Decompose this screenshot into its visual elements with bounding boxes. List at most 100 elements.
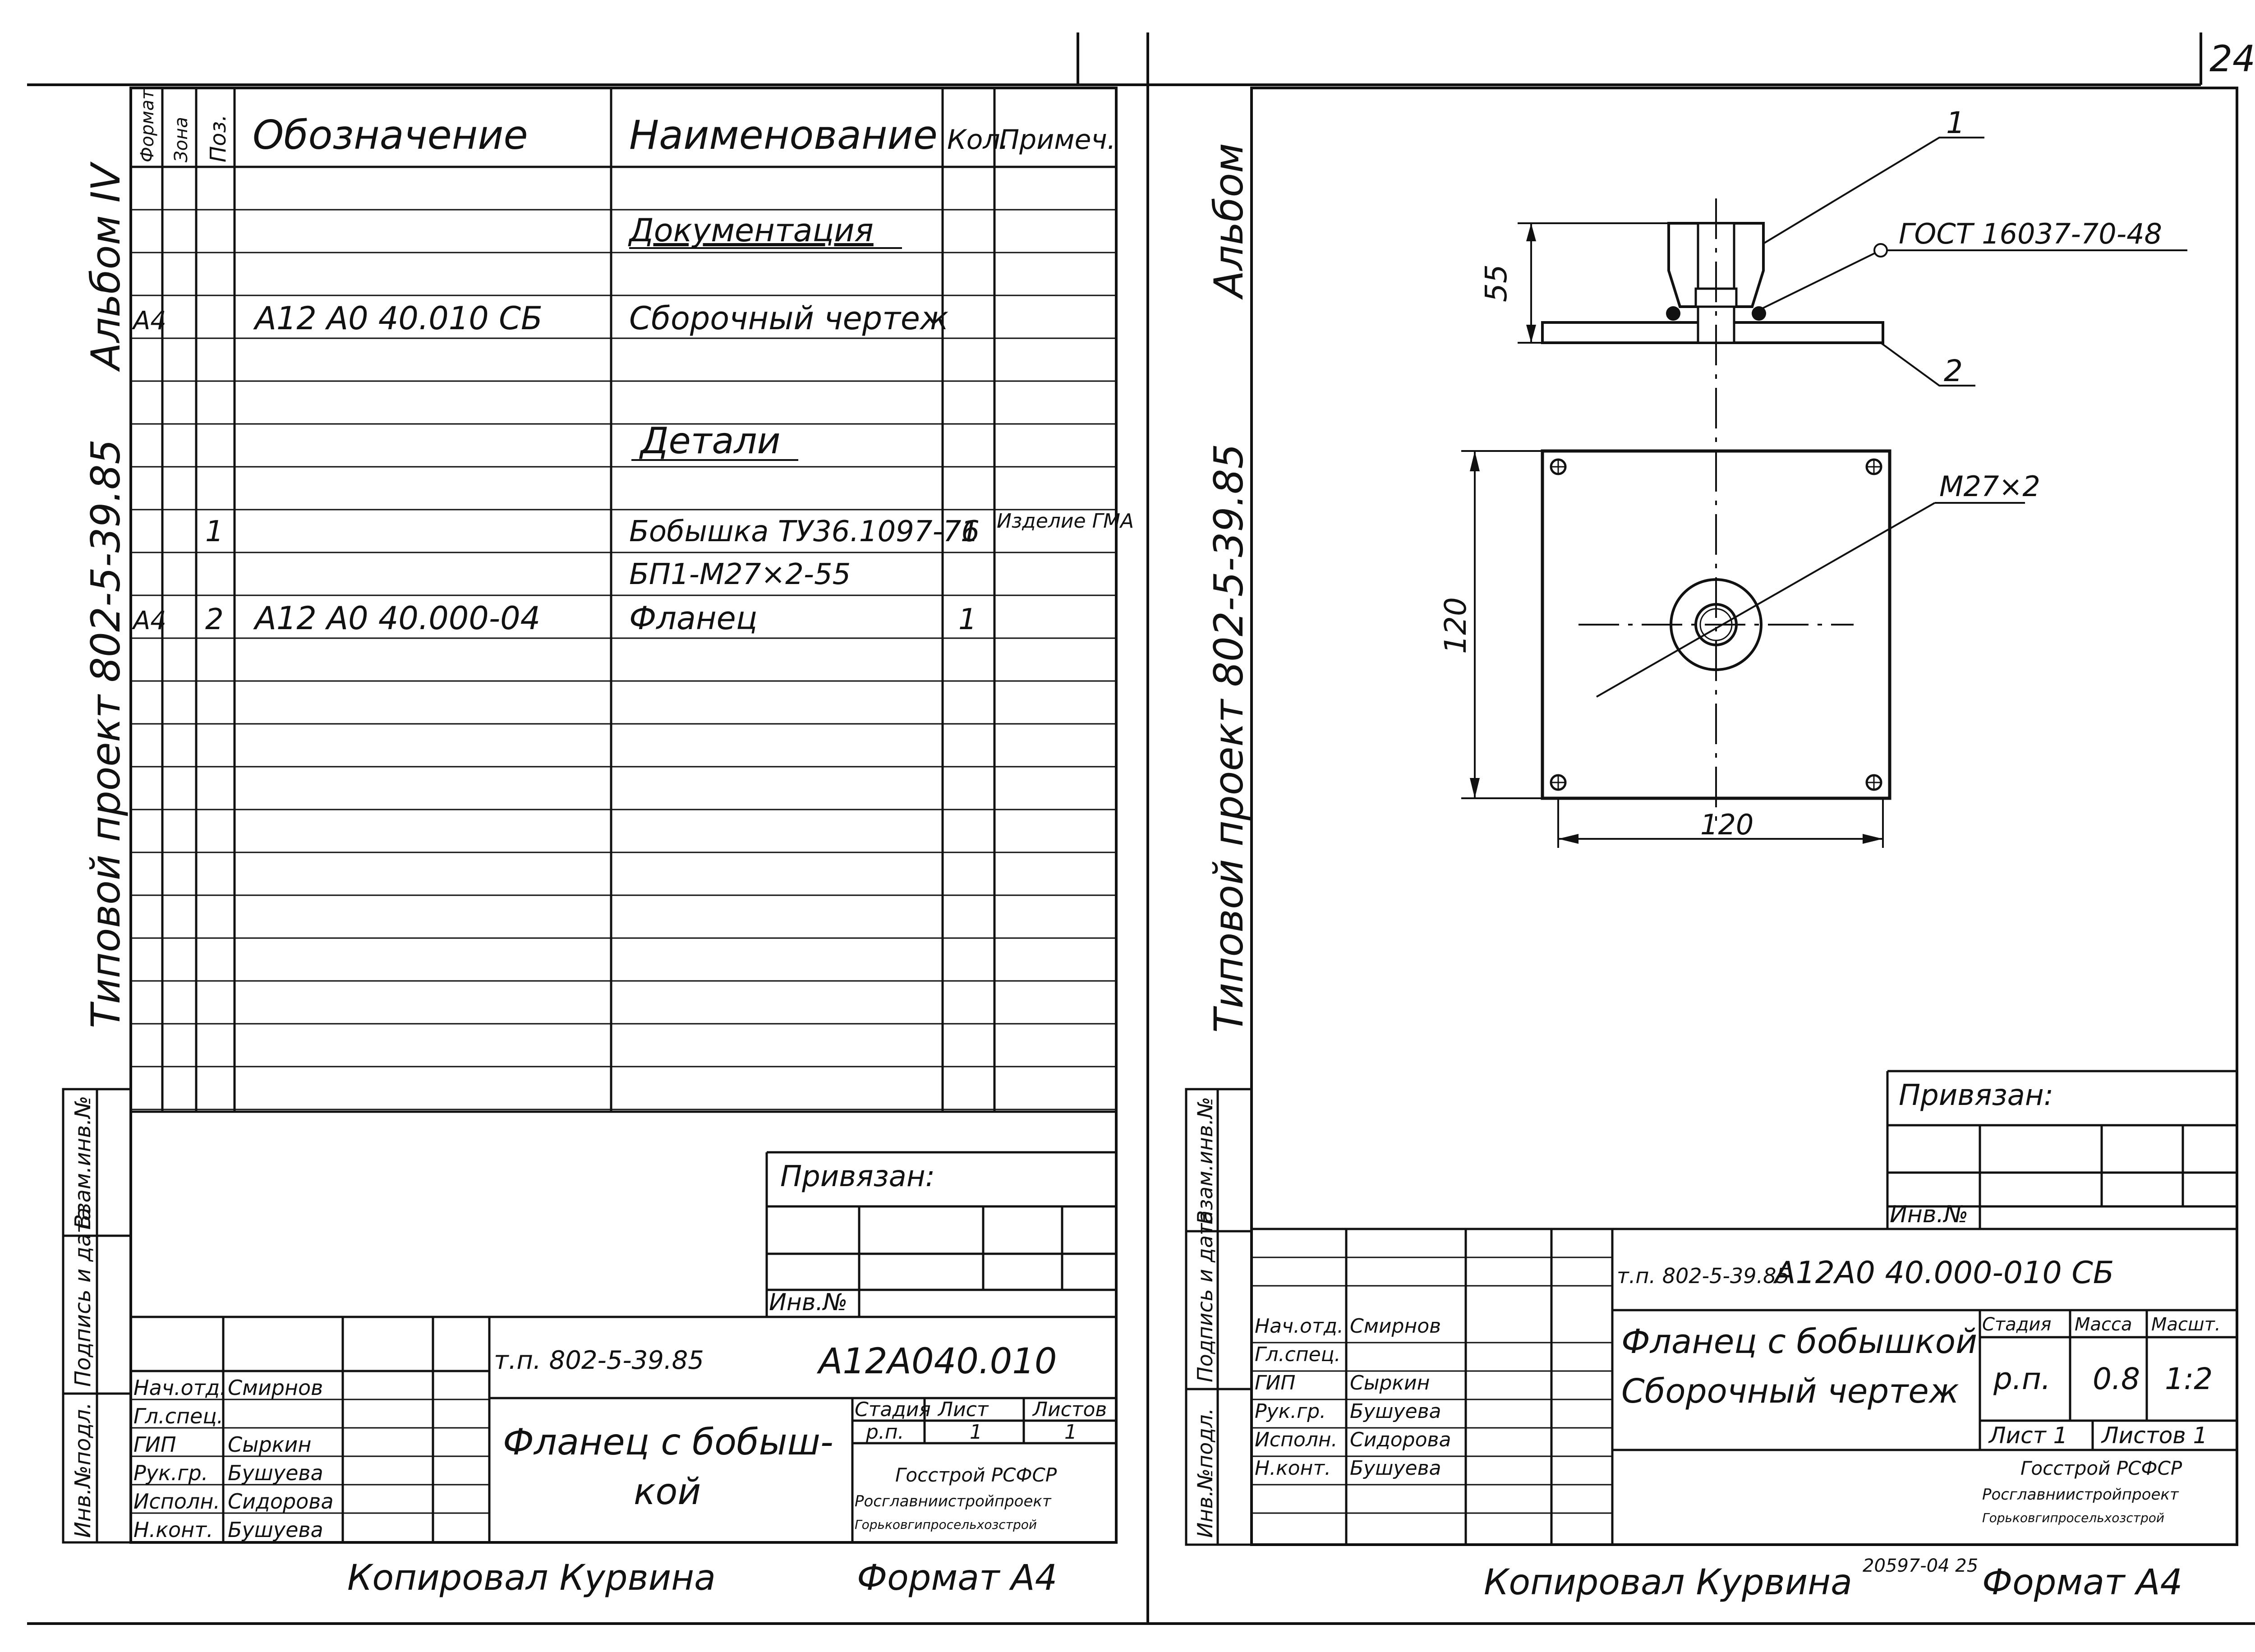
left-stamp-title-1: Фланец с бобыш- [503,1421,833,1463]
right-stamp-code: А12А0 40.000-010 СБ [1773,1255,2114,1291]
left-album-text: Альбом IV [83,161,129,372]
left-stamp-role: Н.конт. [133,1518,213,1542]
right-footer-order: 20597-04 25 [1863,1555,1978,1576]
left-stamp-code: А12А040.010 [816,1341,1057,1382]
spec-row-documentation: Документация [628,212,874,249]
right-project-text: Типовой проект 802-5-39.85 [1206,444,1252,1033]
spec-table-grid [131,88,1116,1113]
left-privyazan-box [765,1151,1116,1317]
left-stamp-role: Гл.спец. [133,1404,223,1428]
right-privyazan: Привязан: [1899,1079,2053,1112]
dim-height: 55 [1479,264,1514,302]
right-sheet: Альбом Типовой проект 802-5-39.85 Взам.и… [1185,87,2238,1603]
right-stamp-podpis: Подпись и дата [1193,1210,1217,1382]
right-footer-copied: Копировал Курвина [1484,1562,1852,1603]
right-stamp-role: Нач.отд. [1255,1315,1344,1338]
right-stamp-inv: Инв.№подл. [1193,1408,1217,1538]
left-stamp-vzam: Взам.инв.№ [70,1096,96,1229]
right-privyazan-box [1886,1070,2237,1229]
spec-row-qty: 1 [961,515,979,548]
right-title-block [1252,1228,2237,1545]
spec-header-designation: Обозначение [253,112,528,158]
right-stamp-role: ГИП [1255,1371,1296,1394]
right-stamp-name: Бушуева [1350,1457,1441,1480]
section-view: 1 ГОСТ 16037-70-48 2 55 [1479,106,2187,830]
spec-row-format: А4 [132,606,166,635]
left-stamp-sheet: 1 [970,1421,982,1444]
right-stamp-role: Исполн. [1255,1428,1338,1451]
right-stamp-scale-label: Масшт. [2151,1314,2221,1335]
right-stamp-stage: р.п. [1993,1362,2051,1396]
spec-row-designation: А12 А0 40.010 СБ [253,300,543,337]
gost-label: ГОСТ 16037-70-48 [1899,217,2162,250]
left-project-text: Типовой проект 802-5-39.85 [83,439,129,1028]
left-stamp-name: Сыркин [228,1432,311,1457]
left-inv: Инв.№ [769,1289,847,1316]
left-privyazan: Привязан: [780,1160,935,1193]
left-stamp-sheet-label: Лист [937,1398,989,1421]
spec-row-format: А4 [132,306,166,336]
right-stamp-sheet: Лист 1 [1988,1422,2067,1449]
right-stamp-name: Смирнов [1350,1315,1441,1338]
right-stamp-role: Рук.гр. [1255,1400,1326,1423]
right-stamp-stage-label: Стадия [1982,1314,2051,1335]
right-album-text: Альбом [1206,143,1252,300]
left-stamp-sheets-label: Листов [1032,1398,1107,1421]
left-stamp-project: т.п. 802-5-39.85 [494,1346,704,1375]
left-footer-copied: Копировал Курвина [347,1558,716,1598]
spec-header-name: Наименование [629,112,938,158]
dim-vertical: 120 [1438,597,1473,654]
left-stamp-role: Рук.гр. [133,1461,208,1485]
spec-row-name: Бобышка ТУ36.1097-76 [629,515,980,548]
left-footer-format: Формат А4 [857,1558,1057,1598]
spec-header-note: Примеч. [999,124,1116,156]
left-title-block [131,1316,1116,1542]
right-stamp-mass-label: Масса [2075,1314,2132,1335]
right-stamp-sheets: Листов 1 [2101,1422,2207,1449]
left-stamp-org-3: Горьковгипросельхозстрой [855,1517,1037,1532]
left-stamp-name: Смирнов [228,1376,323,1400]
spec-row-name: Фланец [629,600,757,637]
left-stamp-org-1: Госстрой РСФСР [895,1464,1057,1486]
left-stamp-stage-label: Стадия [855,1398,931,1421]
left-stamp-title-2: кой [634,1471,701,1513]
left-stamp-name: Бушуева [228,1461,323,1485]
plan-view: М27×2 120 120 [1438,449,2040,848]
left-stamp-stage: р.п. [865,1421,904,1444]
left-stamp-name: Сидорова [228,1489,334,1514]
right-stamp-name: Бушуева [1350,1400,1441,1423]
left-stamp-inv: Инв.№подл. [70,1402,96,1538]
right-stamp-org-1: Госстрой РСФСР [2020,1457,2182,1479]
left-stamp-sheets: 1 [1064,1421,1077,1444]
right-stamp-org-3: Горьковгипросельхозстрой [1982,1510,2164,1525]
right-stamp-title-2: Сборочный чертеж [1621,1372,1959,1411]
right-footer-format: Формат А4 [1982,1562,2182,1603]
spec-row-name: БП1-М27×2-55 [629,558,851,591]
leader-2: 2 [1944,354,1963,388]
left-stamp-name: Бушуева [228,1518,323,1542]
spec-header-zone: Зона [171,117,192,162]
spec-row-details: Детали [639,420,780,462]
spec-header-pos: Поз. [206,115,231,162]
right-stamp-title-1: Фланец с бобышкой [1621,1322,1977,1361]
right-stamp-name: Сидорова [1350,1428,1451,1451]
thread-label: М27×2 [1939,470,2040,503]
left-sheet: Альбом IV Типовой проект 802-5-39.85 Вза… [62,87,1134,1598]
spec-row-pos: 2 [205,603,224,636]
spec-row-qty: 1 [958,603,977,636]
right-stamp-vzam: Взам.инв.№ [1193,1097,1217,1224]
left-stamp-org-2: Росглавниистройпроект [855,1492,1052,1510]
left-stamp-role: ГИП [133,1432,176,1457]
spec-row-designation: А12 А0 40.000-04 [253,600,540,637]
spec-row-pos: 1 [205,515,224,548]
outer-lines [27,32,2255,1625]
left-stamp-podpis: Подпись и дата [70,1207,96,1387]
dim-horizontal: 120 [1700,808,1753,841]
right-stamp-role: Гл.спец. [1255,1343,1341,1366]
right-stamp-scale: 1:2 [2165,1362,2213,1396]
right-stamp-name: Сыркин [1350,1371,1430,1394]
leader-1: 1 [1946,106,1965,140]
spec-row-note: Изделие ГМА [997,510,1134,533]
left-stamp-role: Исполн. [133,1489,220,1514]
